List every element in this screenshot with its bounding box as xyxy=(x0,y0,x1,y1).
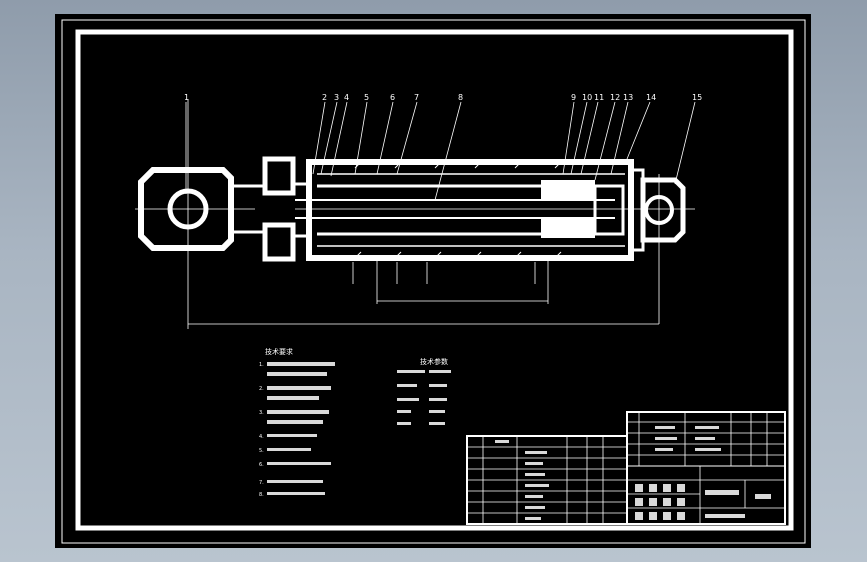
cylinder-barrel xyxy=(306,159,634,261)
left-rod-eye xyxy=(138,167,234,251)
cylinder-assembly xyxy=(135,99,696,329)
tech-requirement-4: 4. xyxy=(259,434,264,440)
tech-requirement-3: 3. xyxy=(259,410,264,416)
part-number-5: 5 xyxy=(364,93,369,102)
part-number-9: 9 xyxy=(571,93,576,102)
part-number-7: 7 xyxy=(414,93,419,102)
tech-params-title: 技术参数 xyxy=(420,357,448,366)
tech-requirement-2: 2. xyxy=(259,386,264,392)
outer-border xyxy=(61,19,806,544)
part-number-12: 12 xyxy=(610,93,620,102)
technical-requirements: 技术要求 1. 2. 3. 4. 5. 6. 7. 8. xyxy=(259,347,335,498)
part-number-11: 11 xyxy=(594,93,604,102)
part-number-3: 3 xyxy=(334,93,339,102)
part-number-14: 14 xyxy=(646,93,656,102)
head-flange-bottom xyxy=(262,222,296,262)
right-clevis xyxy=(640,177,686,243)
part-number-4: 4 xyxy=(344,93,349,102)
dimension-lines xyxy=(188,258,659,325)
part-number-13: 13 xyxy=(623,93,633,102)
hydraulic-cylinder-assembly-drawing: 1 2 3 4 5 6 7 8 9 10 11 12 13 14 15 技术要求… xyxy=(61,19,806,544)
part-number-15: 15 xyxy=(692,93,702,102)
technical-parameters: 技术参数 xyxy=(397,357,451,425)
tech-requirement-5: 5. xyxy=(259,448,264,454)
leader-lines xyxy=(185,101,696,201)
part-number-2: 2 xyxy=(322,93,327,102)
tech-requirement-6: 6. xyxy=(259,462,264,468)
part-number-10: 10 xyxy=(582,93,592,102)
inner-border xyxy=(75,29,794,531)
piston-top xyxy=(541,180,595,200)
part-number-labels: 1 2 3 4 5 6 7 8 9 10 11 12 13 14 15 xyxy=(184,93,702,102)
drawing-sheet: 1 2 3 4 5 6 7 8 9 10 11 12 13 14 15 技术要求… xyxy=(55,14,811,548)
tech-requirement-8: 8. xyxy=(259,492,264,498)
tech-requirement-7: 7. xyxy=(259,480,264,486)
part-number-6: 6 xyxy=(390,93,395,102)
tech-requirements-title: 技术要求 xyxy=(265,347,293,356)
title-block xyxy=(466,411,786,525)
part-number-1: 1 xyxy=(184,93,189,102)
part-number-8: 8 xyxy=(458,93,463,102)
tech-requirement-1: 1. xyxy=(259,362,264,368)
head-flange-top xyxy=(262,156,296,196)
piston-bottom xyxy=(541,218,595,238)
